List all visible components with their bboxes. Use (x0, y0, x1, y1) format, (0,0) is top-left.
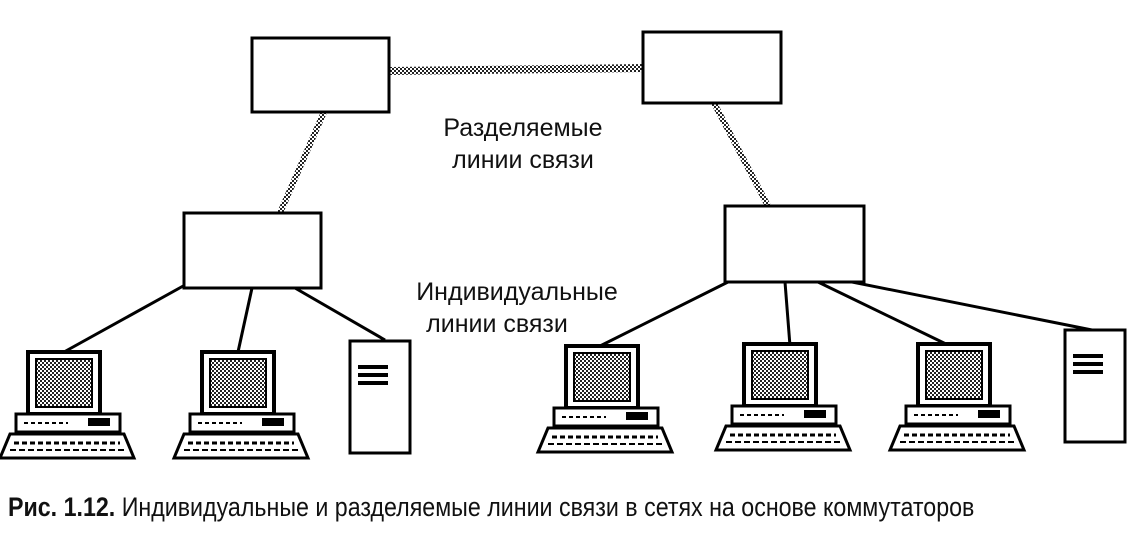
individual-links-label: Индивидуальные линии связи (392, 276, 642, 340)
switch-top-left (250, 36, 391, 114)
individual-link (841, 278, 1093, 332)
shared-links-label: Разделяемые линии связи (418, 112, 628, 176)
switch-top-right (641, 30, 783, 105)
shared-links-label-line1: Разделяемые (443, 114, 603, 142)
figure-caption: Рис. 1.12. Индивидуальные и разделяемые … (8, 492, 974, 523)
server-icon (1063, 328, 1127, 444)
individual-link (599, 278, 733, 348)
individual-link (63, 283, 186, 354)
individual-links-label-line2: линии связи (426, 310, 568, 338)
computer-icon (172, 350, 310, 460)
individual-link (783, 281, 792, 347)
individual-link (236, 287, 254, 353)
figure-caption-text: Индивидуальные и разделяемые линии связи… (121, 492, 975, 522)
figure-caption-prefix: Рис. 1.12. (8, 492, 116, 522)
individual-links-label-line1: Индивидуальные (416, 278, 618, 306)
switch-bottom-left (182, 211, 323, 290)
computer-icon (714, 342, 852, 452)
individual-link (817, 280, 947, 346)
computer-icon (536, 344, 674, 454)
shared-link-right (711, 101, 771, 208)
shared-link-left (277, 110, 327, 215)
shared-link-top (388, 64, 644, 75)
computer-icon (0, 350, 136, 460)
switch-bottom-right (723, 204, 866, 284)
server-icon (348, 339, 412, 455)
shared-links-label-line2: линии связи (452, 146, 594, 174)
computer-icon (888, 342, 1026, 452)
individual-link (294, 286, 386, 342)
